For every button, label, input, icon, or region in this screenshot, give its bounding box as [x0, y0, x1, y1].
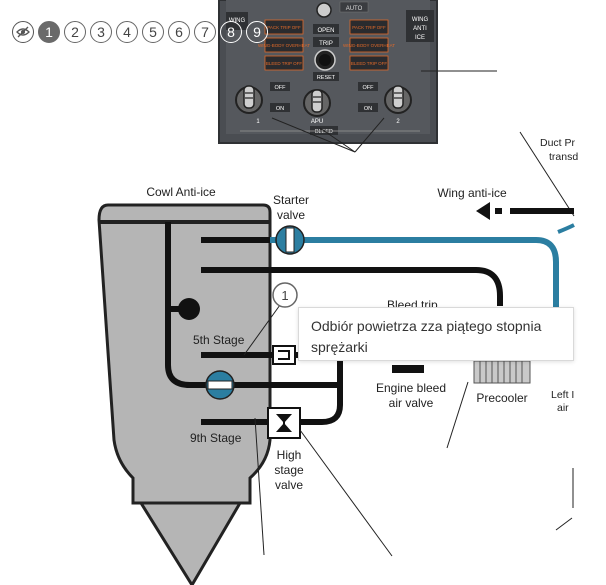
- trip-reset-button-inner: [319, 54, 331, 66]
- high-stage-label-1: High: [277, 448, 302, 462]
- left-off-label: OFF: [275, 85, 287, 91]
- internal-ducts: [165, 222, 340, 425]
- wing-right-label-1: WING: [412, 17, 429, 23]
- engine-1-bleed-switch[interactable]: [235, 85, 263, 114]
- apu-label: APU: [311, 119, 323, 125]
- diagram-labels: Cowl Anti-ice Starter valve Wing anti-ic…: [146, 137, 578, 492]
- step-3-button[interactable]: 3: [90, 21, 112, 43]
- step-9-button[interactable]: 9: [246, 21, 268, 43]
- cowl-valve-dot: [178, 298, 200, 320]
- callout-leaders: [243, 304, 574, 557]
- check-valve: [272, 345, 296, 365]
- left-on-label: ON: [276, 106, 284, 112]
- duct-label-1: Duct Pr: [540, 137, 576, 149]
- apu-bleed-switch[interactable]: [303, 89, 331, 117]
- precooler-label: Precooler: [476, 391, 527, 405]
- eye-off-icon[interactable]: [12, 21, 34, 43]
- tooltip-text: Odbiór powietrza zza piątego stopnia spr…: [311, 318, 542, 355]
- right-on-label: ON: [364, 106, 372, 112]
- step-7-button[interactable]: 7: [194, 21, 216, 43]
- right-off-label: OFF: [363, 85, 375, 91]
- bleed-label: BLEED: [315, 129, 333, 135]
- right-annunciators: PACK TRIP OFF WING-BODY OVERHEAT BLEED T…: [343, 19, 395, 71]
- trip-label: TRIP: [319, 41, 333, 47]
- engine-2-bleed-switch[interactable]: [384, 85, 412, 114]
- top-knob: [316, 2, 332, 18]
- wing-anti-ice-arrow: [476, 202, 502, 220]
- callout-tooltip: Odbiór powietrza zza piątego stopnia spr…: [298, 307, 574, 361]
- left-bleed-trip: BLEED TRIP OFF: [266, 61, 303, 66]
- step-2-button[interactable]: 2: [64, 21, 86, 43]
- step-1-button[interactable]: 1: [38, 21, 60, 43]
- ninth-stage-label: 9th Stage: [190, 431, 242, 445]
- cowl-anti-ice-label: Cowl Anti-ice: [146, 185, 216, 199]
- starter-valve: [275, 225, 305, 255]
- starter-valve-label-2: valve: [277, 208, 305, 222]
- right-bleed-trip: BLEED TRIP OFF: [351, 61, 388, 66]
- left-pack-label-1: Left I: [551, 389, 574, 401]
- high-stage-label-3: valve: [275, 478, 303, 492]
- wing-right-label-2: ANTI: [413, 26, 427, 32]
- step-6-button[interactable]: 6: [168, 21, 190, 43]
- left-wing-body-overheat: WING-BODY OVERHEAT: [258, 43, 310, 48]
- high-stage-label-2: stage: [274, 463, 304, 477]
- starter-valve-label-1: Starter: [273, 193, 309, 207]
- fifth-stage-valve: [205, 370, 235, 400]
- step-8-button[interactable]: 8: [220, 21, 242, 43]
- engine-bleed-label-2: air valve: [389, 396, 434, 410]
- left-pack-trip: PACK TRIP OFF: [267, 25, 301, 30]
- callout-1-number: 1: [281, 288, 288, 303]
- reset-label: RESET: [317, 75, 336, 81]
- engine-bleed-label-1: Engine bleed: [376, 381, 446, 395]
- right-pack-trip: PACK TRIP OFF: [352, 25, 386, 30]
- engine-nacelle: [97, 203, 272, 585]
- bleed-ducts: [270, 208, 575, 425]
- wing-right-label-3: ICE: [415, 35, 425, 41]
- step-4-button[interactable]: 4: [116, 21, 138, 43]
- wing-left-label: WING: [229, 18, 246, 24]
- auto-label: AUTO: [346, 6, 363, 12]
- left-pack-label-2: air: [557, 402, 569, 414]
- right-number-label: 2: [396, 119, 400, 125]
- panel-leader-lines: [271, 70, 575, 217]
- open-label: OPEN: [317, 28, 334, 34]
- step-5-button[interactable]: 5: [142, 21, 164, 43]
- step-toolbar: 1 2 3 4 5 6 7 8 9: [12, 21, 268, 43]
- callout-1[interactable]: 1: [272, 282, 298, 308]
- left-number-label: 1: [256, 119, 260, 125]
- fifth-stage-label: 5th Stage: [193, 333, 245, 347]
- engine-bleed-valve: [392, 360, 424, 374]
- left-annunciators: PACK TRIP OFF WING-BODY OVERHEAT BLEED T…: [258, 19, 310, 71]
- duct-label-2: transd: [549, 151, 578, 163]
- wing-anti-ice-label: Wing anti-ice: [437, 186, 507, 200]
- right-wing-body-overheat: WING-BODY OVERHEAT: [343, 43, 395, 48]
- high-stage-valve: [267, 407, 301, 439]
- precooler: [473, 360, 531, 384]
